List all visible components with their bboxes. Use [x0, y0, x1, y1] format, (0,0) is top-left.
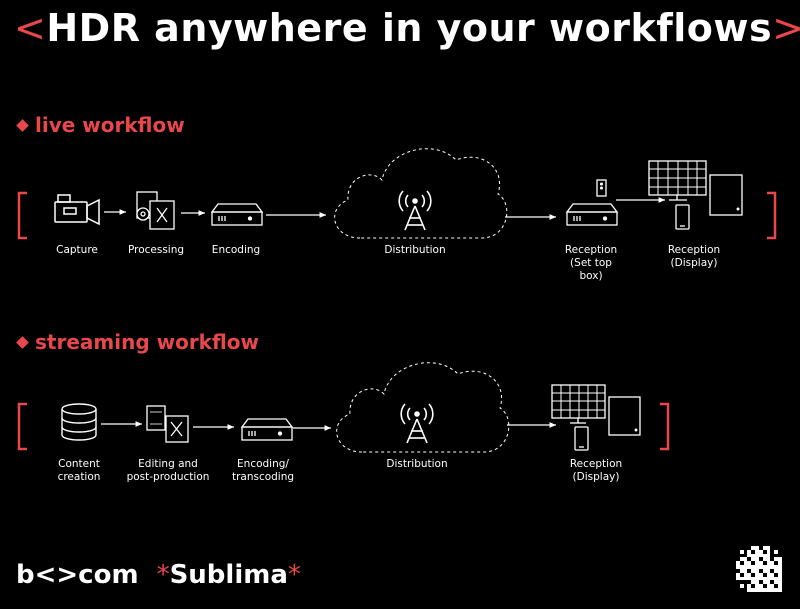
step-label-distribution: Distribution [384, 244, 446, 256]
footer-logos: b<>com *Sublima* [16, 560, 301, 590]
streaming-left-bracket [17, 402, 27, 451]
step-label-processing: Processing [127, 244, 185, 256]
close-bracket: > [772, 6, 800, 50]
step-label-distribution: Distribution [386, 458, 448, 470]
cloud-shape [334, 148, 508, 239]
antenna-icon [398, 190, 432, 231]
step-label-reception-stb: Reception (Set top box) [564, 244, 618, 282]
streaming-workflow-title-text: streaming workflow [35, 330, 260, 354]
processing-icon [136, 191, 175, 230]
open-bracket: < [14, 6, 47, 50]
displays-icon [551, 384, 641, 451]
page-title: <HDR anywhere in your workflows> [14, 6, 800, 50]
encoder-icon [240, 418, 294, 441]
streaming-workflow-title: streaming workflow [16, 330, 260, 354]
live-left-bracket [17, 191, 27, 240]
bcom-logo: b<>com [16, 560, 139, 590]
live-workflow-title: live workflow [16, 113, 185, 137]
live-workflow-title-text: live workflow [35, 113, 185, 137]
antenna-icon [400, 403, 434, 444]
title-text: HDR anywhere in your workflows [46, 6, 773, 50]
qr-code-icon [736, 546, 782, 592]
streaming-right-bracket [660, 402, 670, 451]
step-label-encoding: Encoding [211, 244, 261, 256]
cloud-shape [336, 362, 510, 453]
displays-icon [648, 160, 743, 230]
database-icon [61, 403, 97, 441]
set-top-box-icon [565, 179, 619, 226]
live-right-bracket [767, 191, 777, 240]
step-label-reception-display: Reception (Display) [667, 244, 721, 269]
step-label-reception-display: Reception (Display) [569, 458, 623, 483]
step-label-editing: Editing and post-production [126, 458, 210, 483]
encoder-icon [210, 203, 264, 226]
step-label-encoding-transcoding: Encoding/ transcoding [231, 458, 295, 483]
sublima-logo: *Sublima* [156, 560, 301, 590]
camera-icon [54, 194, 100, 226]
step-label-capture: Capture [56, 244, 98, 256]
editing-icon [146, 405, 189, 443]
step-label-content-creation: Content creation [57, 458, 101, 483]
